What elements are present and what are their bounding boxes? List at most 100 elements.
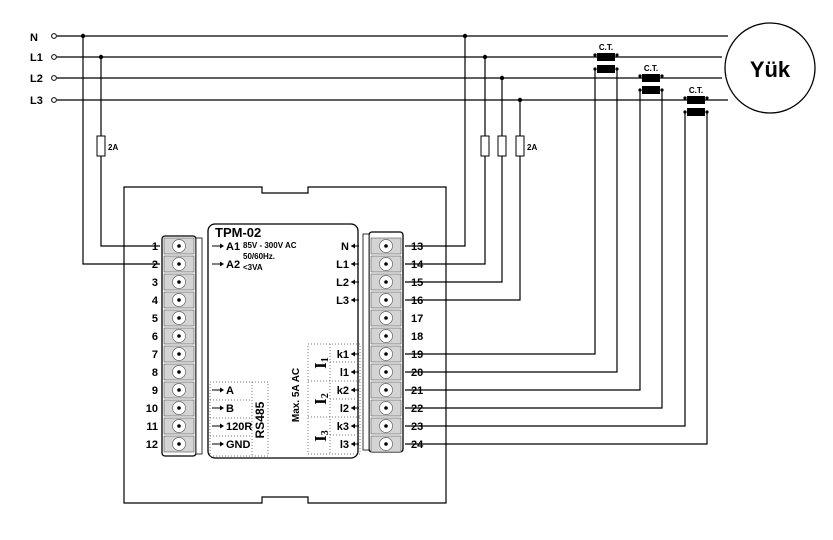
- line-label-n: N: [30, 32, 38, 44]
- svg-text:I3: I3: [311, 430, 331, 442]
- terminal-7[interactable]: 7: [152, 345, 195, 363]
- terminal-number-24: 24: [411, 439, 424, 451]
- terminal-number-13: 13: [411, 241, 423, 253]
- terminal-screw-20: [384, 370, 388, 374]
- terminal-label-2: A2: [226, 259, 240, 271]
- terminal-12[interactable]: 12 GND: [146, 435, 251, 453]
- terminal-number-22: 22: [411, 403, 423, 415]
- supply-power: <3VA: [243, 263, 263, 272]
- terminal-6[interactable]: 6: [152, 327, 195, 345]
- line-label-l3: L3: [30, 95, 43, 107]
- terminal-number-7: 7: [152, 349, 158, 361]
- terminal-number-17: 17: [411, 313, 423, 325]
- terminal-number-2: 2: [152, 259, 158, 271]
- terminal-number-15: 15: [411, 277, 423, 289]
- current-group-3: I3: [311, 430, 331, 442]
- current-group-3-sub: 3: [320, 430, 331, 435]
- svg-text:I1: I1: [311, 357, 331, 369]
- current-group-2-sub: 2: [320, 393, 331, 398]
- current-group-2-main: I: [311, 398, 330, 405]
- terminal-number-16: 16: [411, 295, 423, 307]
- terminal-number-6: 6: [152, 331, 158, 343]
- fuse-l1: [480, 135, 490, 157]
- terminal-8[interactable]: 8: [152, 363, 195, 381]
- terminal-label-23: k3: [337, 421, 349, 433]
- terminal-number-8: 8: [152, 367, 158, 379]
- terminal-label-15: L2: [336, 277, 349, 289]
- ct1-core: [597, 53, 615, 61]
- terminal-label-21: k2: [337, 385, 349, 397]
- terminal-number-4: 4: [152, 295, 159, 307]
- terminal-dot-n: [51, 33, 57, 39]
- device-enclosure: [123, 186, 447, 504]
- terminal-number-3: 3: [152, 277, 158, 289]
- supply-lines: N L1 L2 L3: [30, 32, 728, 107]
- terminal-number-5: 5: [152, 313, 158, 325]
- fuse-a1-label: 2A: [108, 143, 118, 152]
- current-transformers: C.T. C.T. C.T.: [593, 43, 709, 116]
- terminal-5[interactable]: 5: [152, 309, 195, 327]
- terminal-22[interactable]: 22 l2: [340, 399, 423, 417]
- terminal-screw-2: [177, 262, 181, 266]
- terminal-label-16: L3: [336, 295, 349, 307]
- terminal-number-9: 9: [152, 385, 158, 397]
- terminal-number-12: 12: [146, 439, 158, 451]
- terminal-16[interactable]: 16 L3: [336, 291, 423, 309]
- device-label-panel: TPM-02 85V - 300V AC 50/60Hz. <3VA RS485…: [207, 223, 361, 459]
- terminal-label-19: k1: [337, 349, 349, 361]
- device-model: TPM-02: [215, 225, 261, 240]
- svg-text:I2: I2: [311, 393, 331, 405]
- terminal-screw-23: [384, 424, 388, 428]
- terminal-number-18: 18: [411, 331, 423, 343]
- terminal-screw-16: [384, 298, 388, 302]
- wiring: [80, 33, 708, 445]
- fuse-l2: [497, 135, 507, 157]
- terminal-number-1: 1: [152, 241, 158, 253]
- current-group-1-sub: 1: [320, 357, 331, 362]
- terminal-screw-13: [384, 244, 388, 248]
- terminal-3[interactable]: 3: [152, 273, 195, 291]
- terminal-screw-14: [384, 262, 388, 266]
- current-group-3-main: I: [311, 435, 330, 442]
- terminal-15[interactable]: 15 L2: [336, 273, 423, 291]
- terminal-2[interactable]: 2 A2: [152, 255, 240, 273]
- terminal-label-9: A: [226, 385, 234, 397]
- ct3-label: C.T.: [689, 86, 703, 95]
- terminal-screw-11: [177, 424, 181, 428]
- terminal-label-12: GND: [226, 439, 251, 451]
- terminal-screw-19: [384, 352, 388, 356]
- terminal-label-20: l1: [340, 367, 349, 379]
- right-terminal-rows: 13N14L115L216L3171819k120l121k222l223k32…: [336, 237, 424, 453]
- terminal-screw-7: [177, 352, 181, 356]
- fuse-l3: [515, 135, 525, 157]
- rs485-label: RS485: [253, 401, 267, 438]
- terminal-17[interactable]: 17: [370, 309, 423, 327]
- fuse-l3-label: 2A: [527, 143, 537, 152]
- terminal-label-22: l2: [340, 403, 349, 415]
- terminal-label-13: N: [341, 241, 349, 253]
- supply-voltage: 85V - 300V AC: [243, 241, 297, 250]
- fuse-a1: [96, 135, 106, 157]
- terminal-13[interactable]: 13 N: [341, 237, 423, 255]
- ct1-core-secondary: [597, 65, 615, 73]
- terminal-dot-l2: [51, 75, 57, 81]
- terminal-4[interactable]: 4: [152, 291, 195, 309]
- supply-frequency: 50/60Hz.: [243, 252, 275, 261]
- line-label-l1: L1: [30, 52, 43, 64]
- terminal-screw-3: [177, 280, 181, 284]
- terminal-label-11: 120R: [226, 421, 252, 433]
- terminal-18[interactable]: 18: [370, 327, 423, 345]
- current-limit-label: Max. 5A AC: [291, 368, 302, 422]
- terminal-screw-9: [177, 388, 181, 392]
